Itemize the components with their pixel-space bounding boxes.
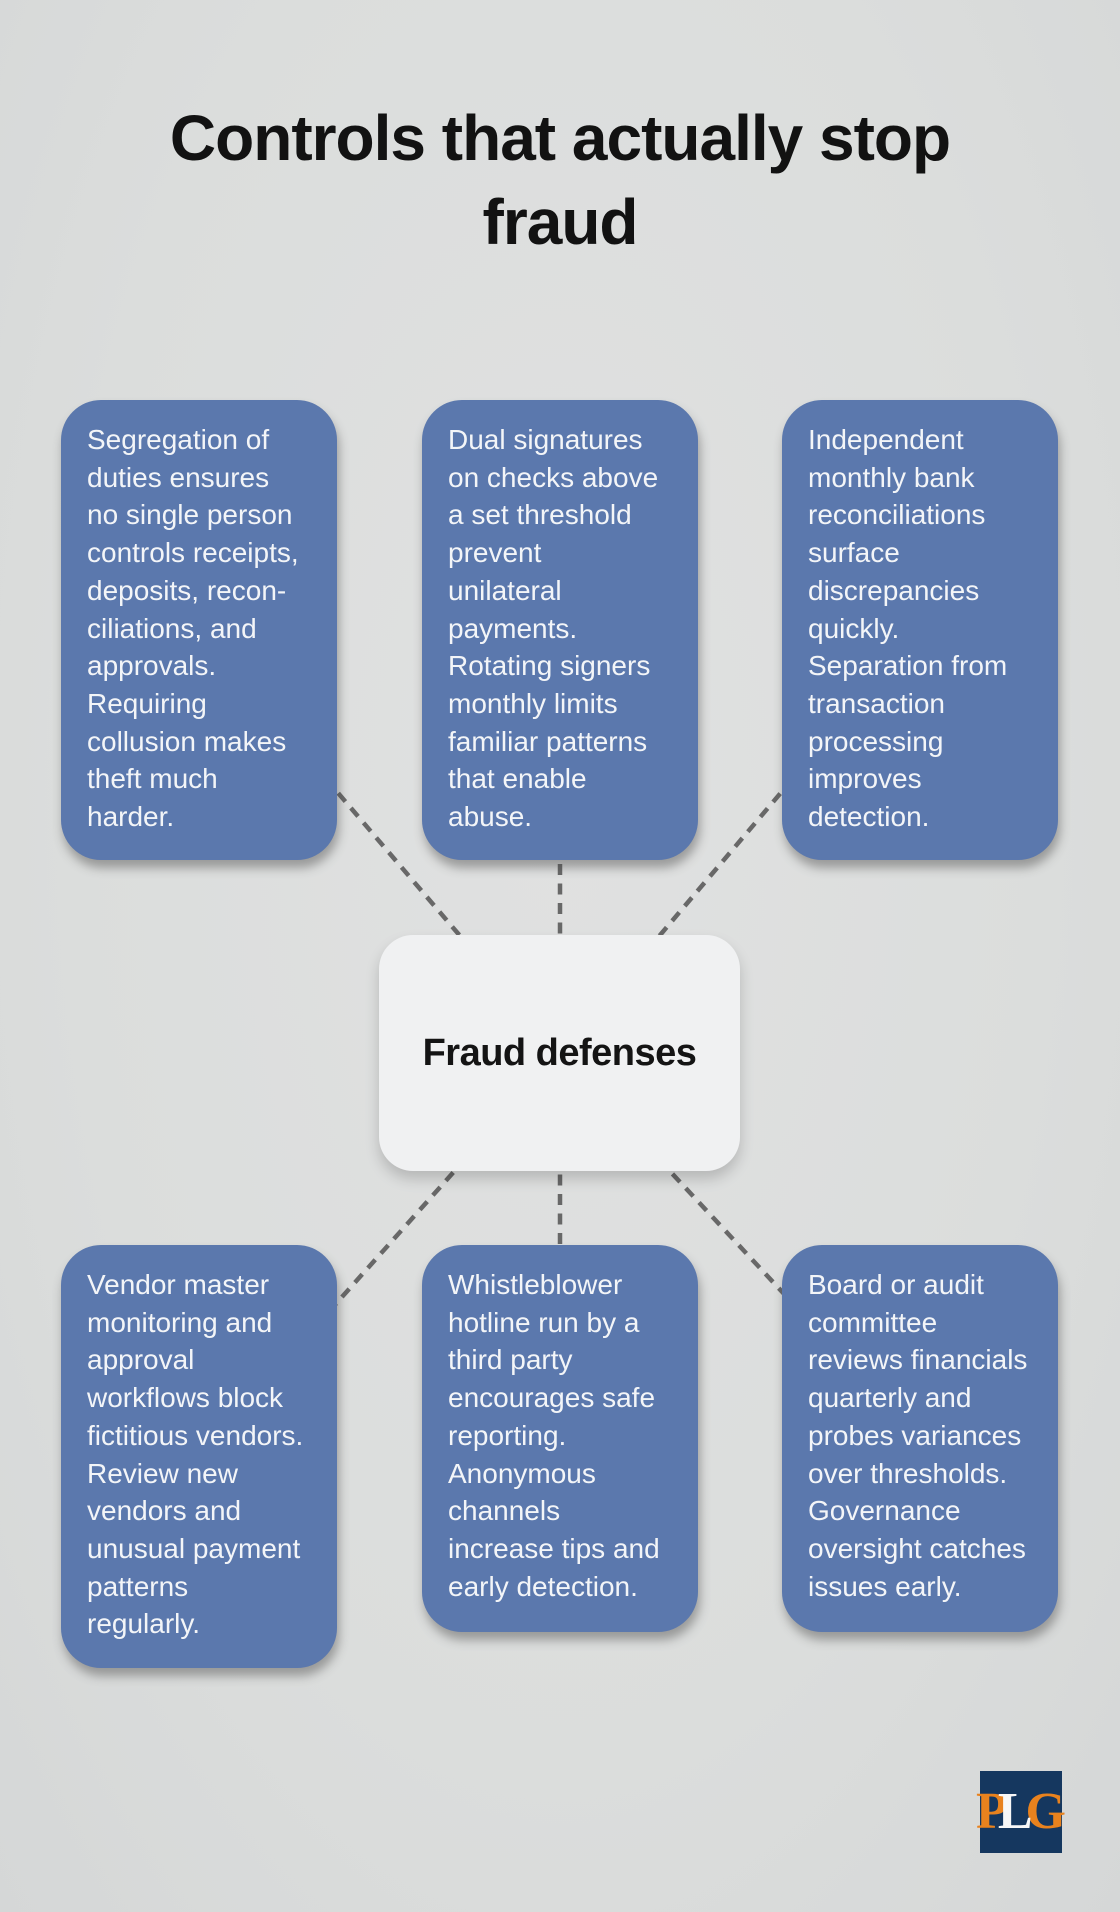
- page-title: Controls that actually stop fraud: [169, 102, 951, 258]
- hub-box: Fraud defenses: [379, 935, 740, 1171]
- logo-letter-p: P: [976, 1783, 1008, 1840]
- logo-letter-l: L: [997, 1783, 1033, 1840]
- connector-top-left: [197, 628, 562, 1055]
- card-independent-reconciliations: Independent monthly bank reconciliations…: [782, 400, 1058, 860]
- card-board-audit-oversight: Board or audit committee reviews financi…: [782, 1245, 1058, 1632]
- hub-label: Fraud defenses: [422, 1031, 697, 1074]
- connector-top-right: [558, 628, 921, 1055]
- logo-letter-g: G: [1025, 1783, 1066, 1840]
- card-dual-signatures: Dual signatures on checks above a set th…: [422, 400, 698, 860]
- card-vendor-master-monitoring: Vendor master monitoring and approval wo…: [61, 1245, 337, 1668]
- card-whistleblower-hotline: Whistleblower hotline run by a third par…: [422, 1245, 698, 1632]
- plg-logo: P L G: [976, 1771, 1066, 1853]
- card-segregation-of-duties: Segregation of duties ensures no single …: [61, 400, 337, 860]
